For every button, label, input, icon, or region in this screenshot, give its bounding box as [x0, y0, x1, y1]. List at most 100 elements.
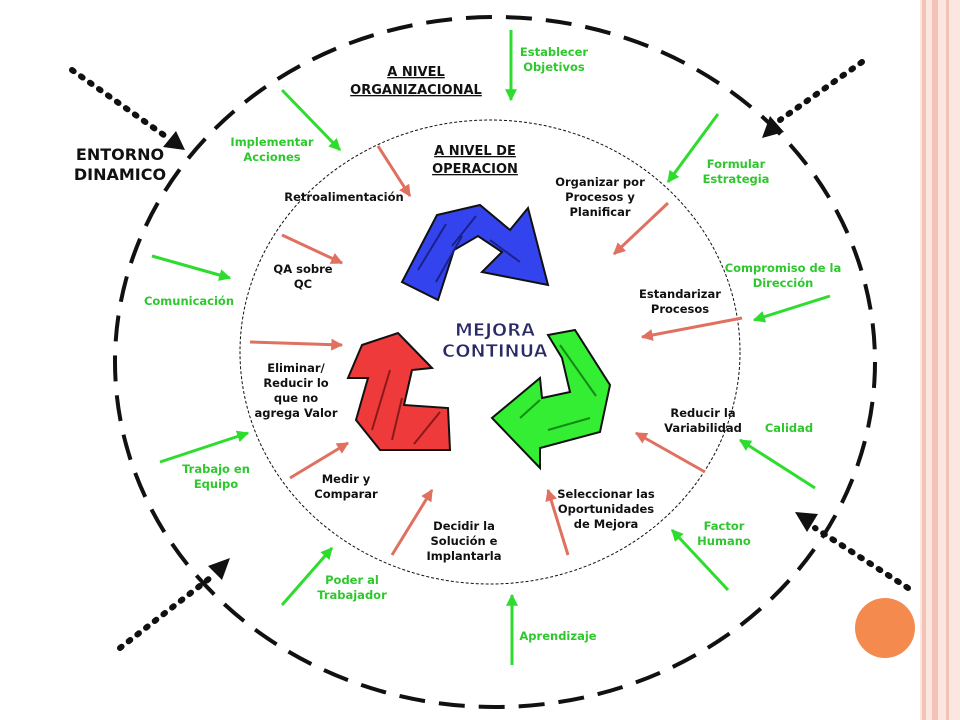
text-layer: A NIVEL ORGANIZACIONAL A NIVEL DE OPERACION… [74, 45, 841, 643]
arrow-factor [670, 528, 730, 592]
label-decidir-line: Decidir la [433, 519, 495, 533]
label-decidir-line: Solución e [431, 534, 498, 548]
recycle-symbol [346, 203, 612, 471]
center-title-line: CONTINUA [442, 341, 548, 362]
arrow-reducir [634, 431, 706, 474]
orange-dot [855, 598, 915, 658]
label-qa-line: QC [294, 277, 312, 291]
env-arrow-head [208, 558, 230, 580]
recycle-green-texture [519, 344, 597, 431]
arrow-poder [280, 547, 334, 606]
environment-arrows [69, 59, 911, 651]
label-qa-line: QA sobre [273, 262, 332, 276]
label-trabajo-line: Equipo [194, 477, 238, 491]
recycle-blue-texture [417, 215, 521, 283]
arrow-qa [281, 233, 344, 265]
label-formular-line: Formular [707, 157, 766, 171]
entorno-dinamico-label-line: DINAMICO [74, 165, 166, 184]
inner-dashed-boundary [239, 119, 741, 585]
label-implementar-line: Acciones [243, 150, 300, 164]
label-implementar-line: Implementar [230, 135, 313, 149]
label-factor-line: Humano [697, 534, 751, 548]
recycle-red-texture [371, 369, 441, 445]
label-comunicacion: Comunicación [144, 294, 234, 308]
label-formular-line: Estrategia [703, 172, 770, 186]
env-arrow-top-right [777, 59, 865, 123]
label-compromiso-line: Dirección [753, 276, 814, 290]
label-calidad-line: Calidad [765, 421, 813, 435]
label-establecer-line: Objetivos [523, 60, 585, 74]
label-organizar-line: Planificar [569, 205, 630, 219]
entorno-dinamico-label-line: ENTORNO [76, 145, 164, 164]
header-operacion-line: OPERACION [432, 162, 518, 177]
label-eliminar-line: Eliminar/ [267, 361, 325, 375]
arrow-eliminar [249, 338, 344, 351]
header-organizacional-line: ORGANIZACIONAL [350, 83, 482, 98]
label-seleccionar-line: de Mejora [574, 517, 639, 531]
arrow-retro [376, 145, 412, 198]
label-aprendizaje: Aprendizaje [519, 629, 596, 643]
label-aprendizaje-line: Aprendizaje [519, 629, 596, 643]
label-organizar-line: Organizar por [555, 175, 645, 189]
env-arrow-bottom-right [812, 525, 911, 591]
label-retro: Retroalimentación [284, 190, 403, 204]
header-organizacional-line: A NIVEL [387, 65, 445, 80]
right-border-panel [920, 0, 960, 720]
env-arrow-top-left [69, 67, 171, 141]
arrow-estandarizar [640, 316, 743, 341]
arrow-calidad [738, 438, 816, 490]
outer-arrows [151, 30, 831, 665]
label-calidad: Calidad [765, 421, 813, 435]
header-operacion-line: A NIVEL DE [434, 144, 516, 159]
label-poder-line: Poder al [325, 573, 379, 587]
arrow-compromiso [752, 294, 831, 323]
right-border-stripe [932, 0, 938, 720]
header-organizacional: A NIVEL ORGANIZACIONAL [350, 65, 482, 98]
label-poder-line: Trabajador [317, 588, 387, 602]
label-reducir-line: Variabilidad [664, 421, 742, 435]
inner-arrows [249, 145, 743, 556]
env-arrow-bottom-left [117, 575, 213, 651]
env-arrow-head [795, 512, 818, 532]
label-estandarizar-line: Estandarizar [639, 287, 721, 301]
label-trabajo-line: Trabajo en [182, 462, 250, 476]
label-seleccionar-line: Seleccionar las [557, 487, 655, 501]
arrow-trabajo [159, 430, 250, 464]
arrow-organizar [612, 201, 670, 256]
arrow-formular [666, 113, 720, 183]
label-comunicacion-line: Comunicación [144, 294, 234, 308]
label-medir-line: Medir y [322, 472, 371, 486]
label-seleccionar-line: Oportunidades [558, 502, 654, 516]
header-operacion: A NIVEL DE OPERACION [432, 144, 518, 177]
label-decidir-line: Implantarla [426, 549, 501, 563]
label-establecer-line: Establecer [520, 45, 589, 59]
center-title-line: MEJORA [455, 320, 535, 341]
env-arrow-head [163, 131, 185, 150]
label-estandarizar-line: Procesos [651, 302, 709, 316]
label-eliminar-line: Reducir lo [263, 376, 328, 390]
arrow-comunicacion [151, 254, 232, 281]
recycle-blue-arrow [400, 203, 550, 302]
label-factor-line: Factor [704, 519, 745, 533]
label-organizar-line: Procesos y [565, 190, 635, 204]
arrow-seleccionar [545, 488, 570, 556]
arrow-implementar [280, 88, 342, 152]
recycle-red-arrow [346, 331, 452, 451]
recycle-green-arrow [490, 328, 612, 471]
label-compromiso-line: Compromiso de la [725, 261, 842, 275]
